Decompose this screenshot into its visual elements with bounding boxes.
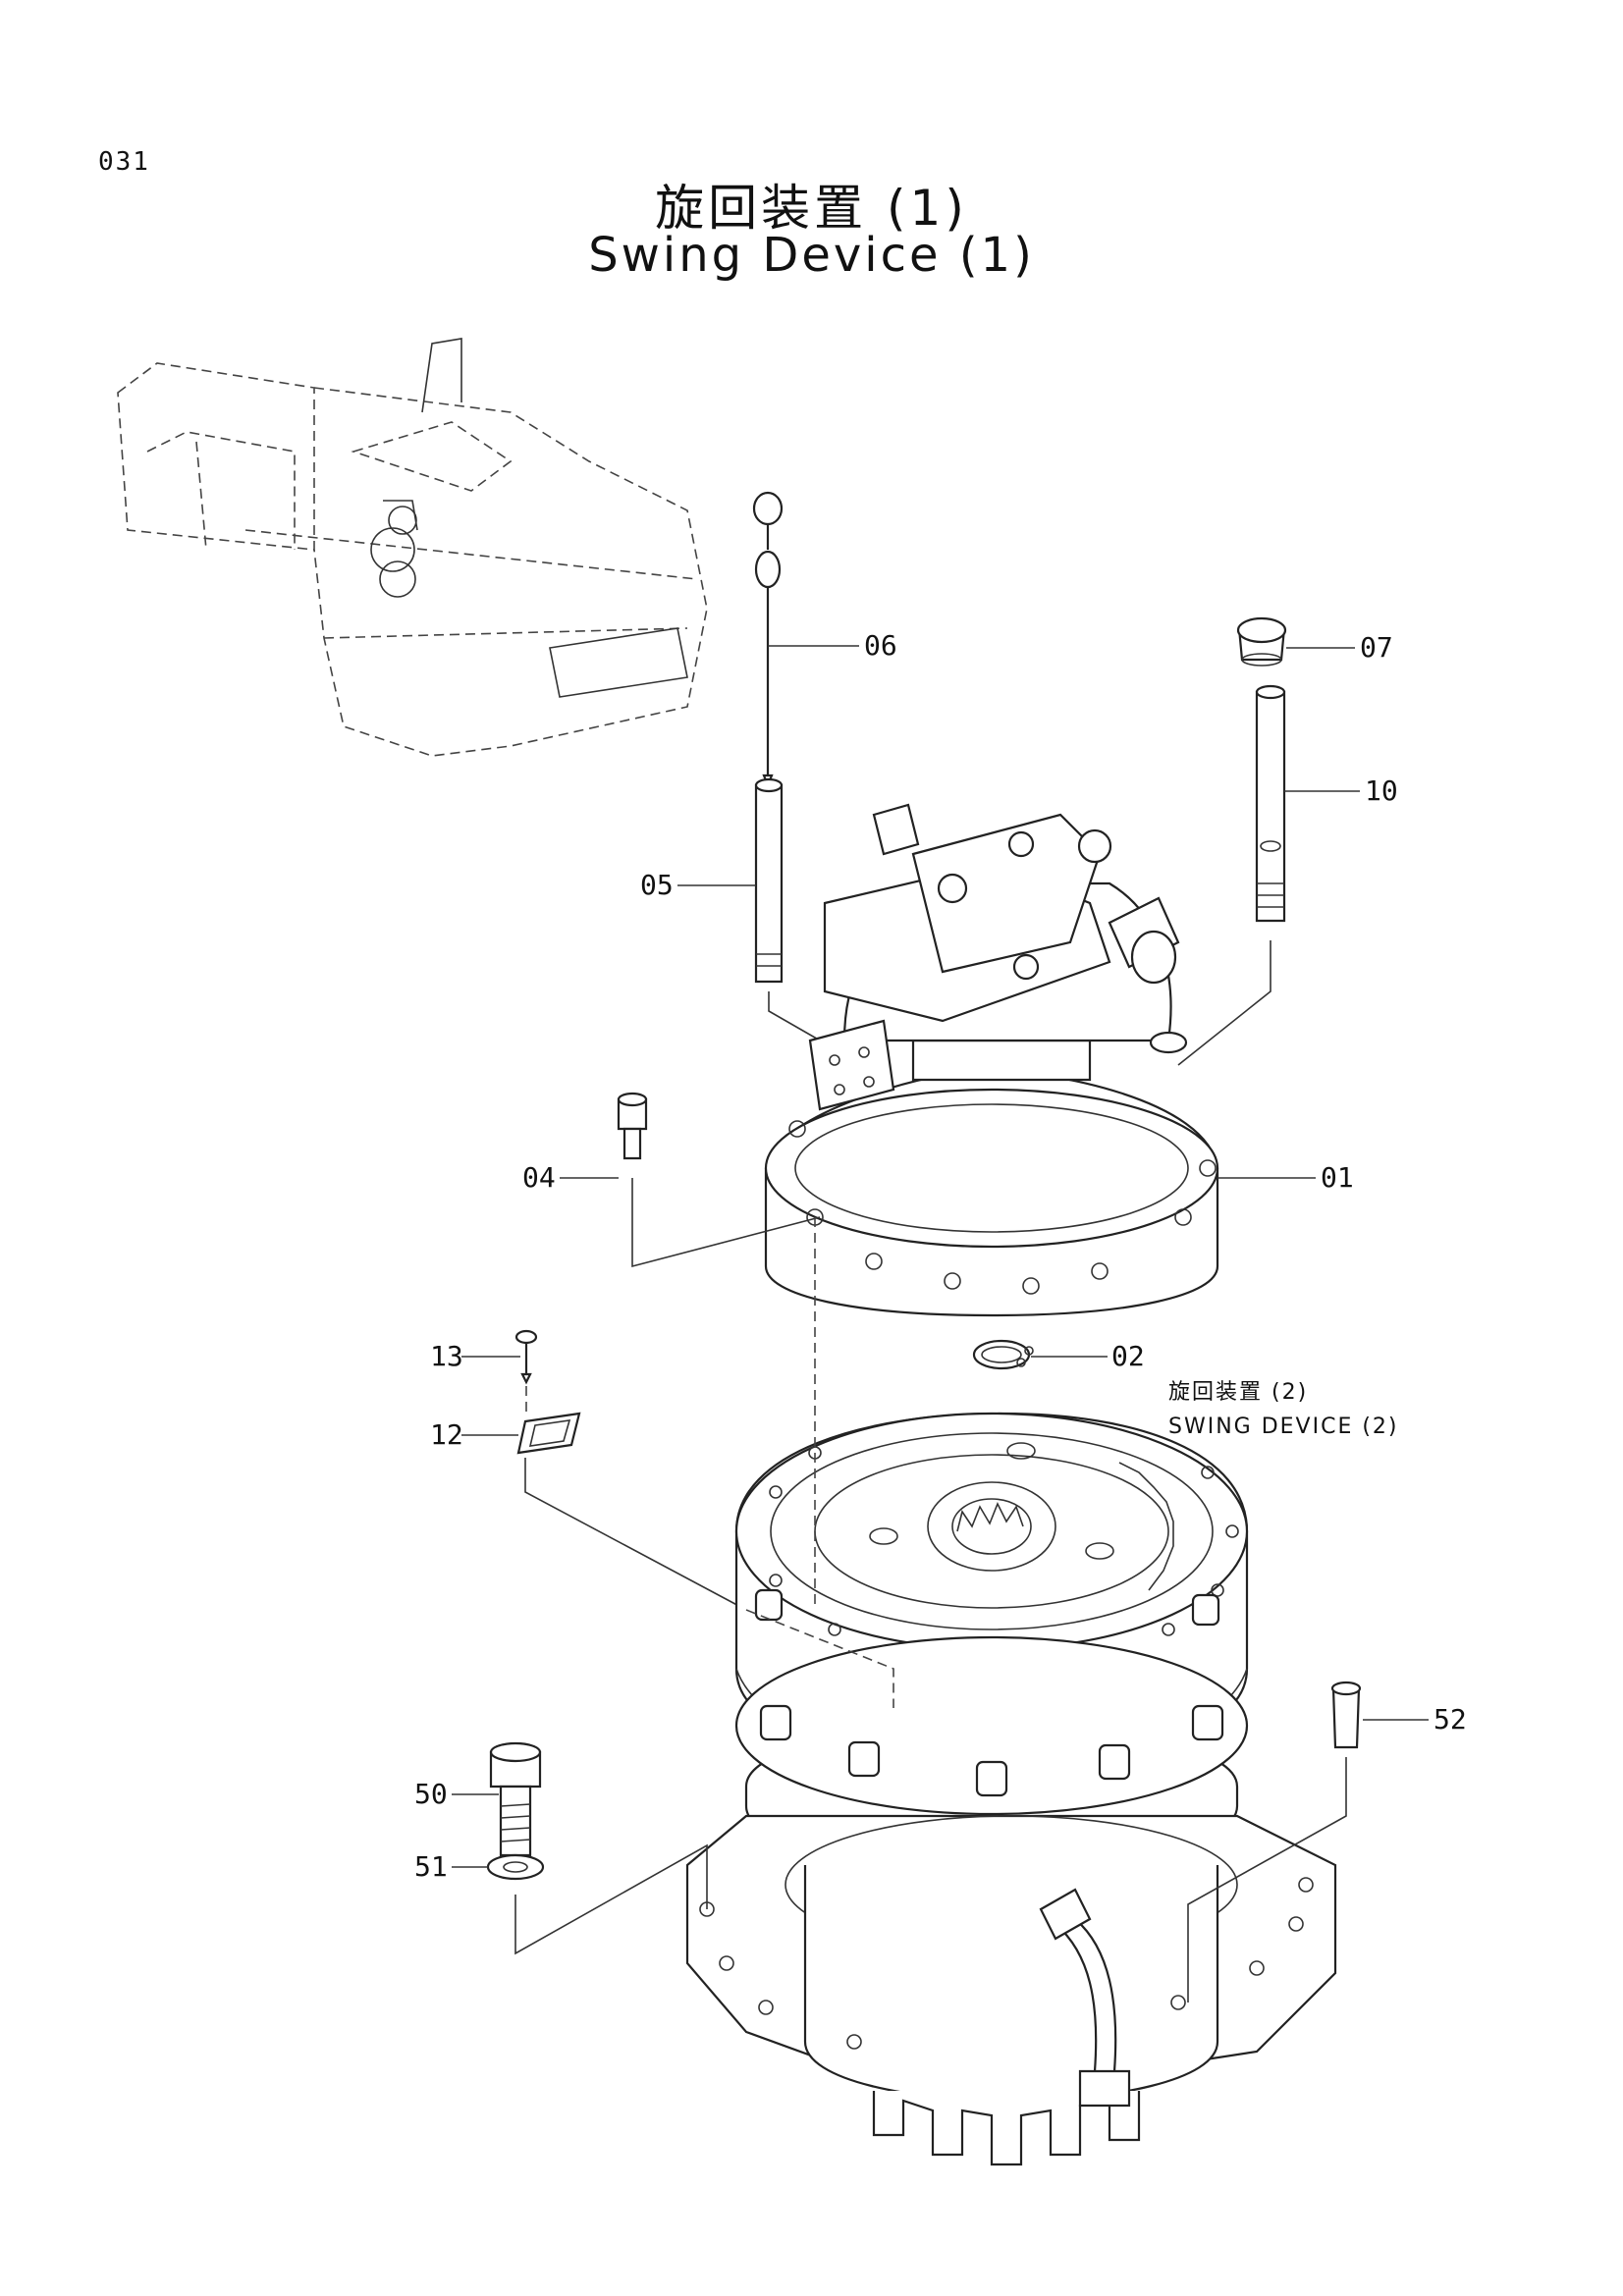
callout-12: 12 [430, 1418, 463, 1451]
reference-japanese: 旋回装置 (2) [1168, 1380, 1308, 1405]
page-number: 031 [98, 147, 150, 177]
callout-52: 52 [1434, 1703, 1467, 1735]
excavator-location-thumbnail [117, 338, 708, 757]
part-10-pipe [1255, 684, 1286, 923]
callout-07: 07 [1360, 631, 1393, 664]
callout-13: 13 [430, 1340, 463, 1372]
leader-12-to-reducer [524, 1458, 747, 1611]
callout-04: 01 [1321, 1161, 1354, 1194]
callout-10: 10 [1365, 774, 1398, 807]
callout-05: 05 [640, 869, 674, 901]
callout-51: 51 [414, 1850, 448, 1883]
leader-10-to-motor [1177, 940, 1271, 1066]
callout-02: 02 [1111, 1340, 1145, 1372]
part-01-socket-bolt [617, 1092, 648, 1160]
page-title-english: Swing Device (1) [588, 228, 1035, 283]
part-12-plate [516, 1412, 581, 1455]
part-13-screw [514, 1329, 538, 1385]
part-02-snap-ring [972, 1339, 1034, 1370]
part-06-dipstick [752, 491, 784, 788]
reduction-gear-housing [685, 1412, 1337, 2166]
page-title-japanese: 旋回装置 (1) [655, 180, 968, 237]
part-52-pin [1330, 1681, 1362, 1749]
plate-mount-dash-line [745, 1609, 894, 1708]
callout-01: 04 [522, 1161, 556, 1194]
callout-50: 50 [414, 1778, 448, 1810]
callout-06: 06 [864, 629, 897, 662]
part-04-swing-motor [764, 803, 1219, 1317]
leader-01-to-motor [631, 1178, 821, 1268]
part-50-bolt [489, 1741, 542, 1857]
part-07-cap [1236, 616, 1287, 667]
leader-52-to-flange [1187, 1757, 1347, 2002]
leader-51-to-flange [514, 1843, 708, 1955]
part-05-pipe [754, 777, 784, 984]
part-51-washer [486, 1853, 545, 1881]
reference-english: SWING DEVICE (2) [1168, 1415, 1399, 1439]
